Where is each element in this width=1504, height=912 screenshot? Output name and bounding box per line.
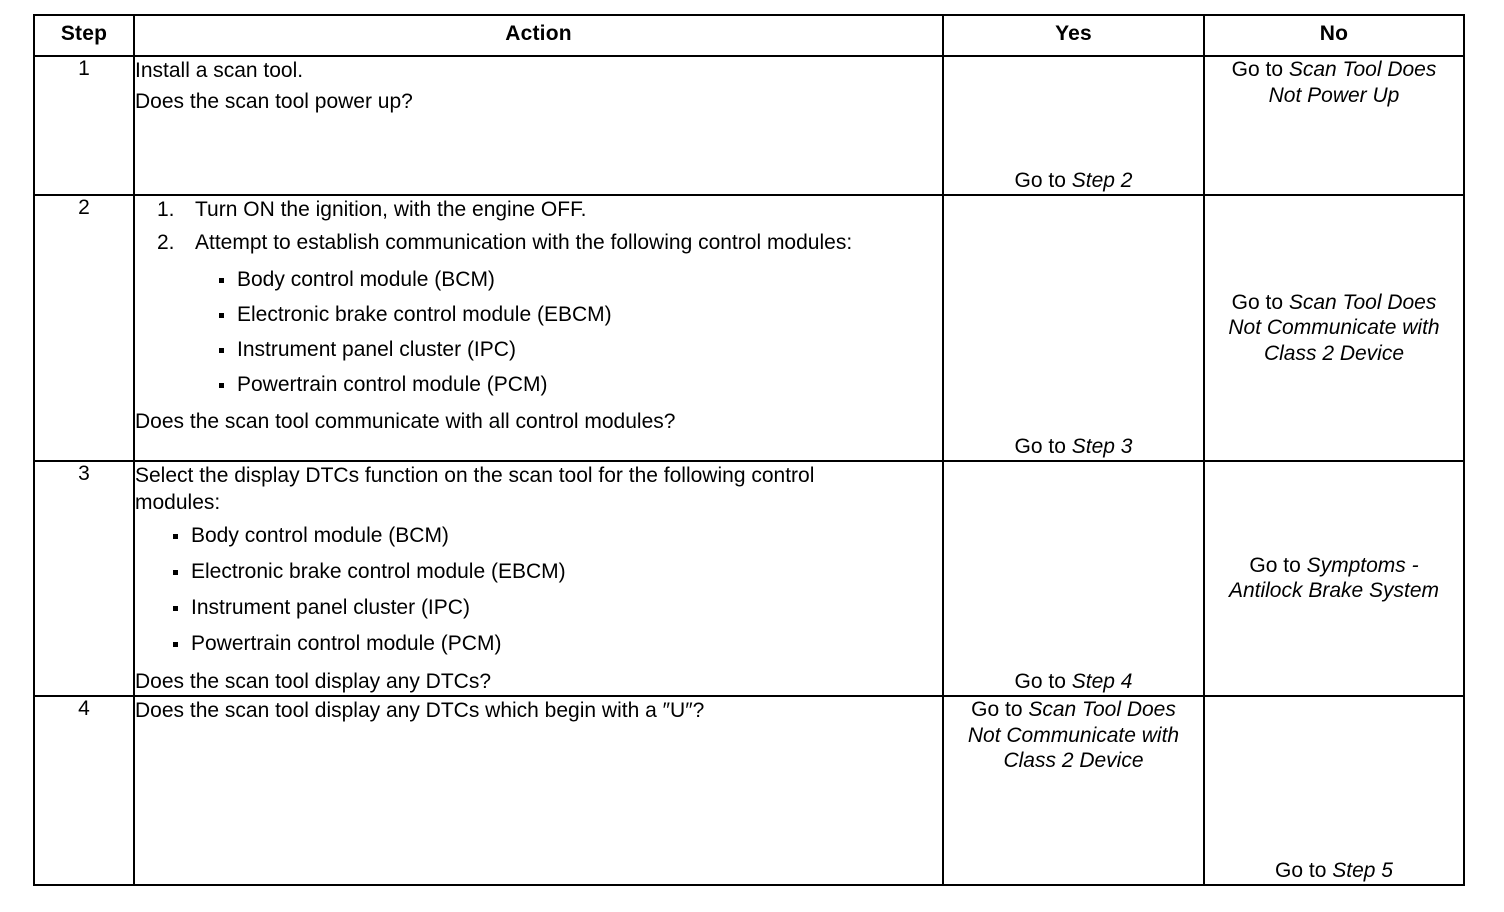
- yes-goto-prefix: Go to: [1014, 435, 1072, 459]
- column-header-action: Action: [133, 14, 944, 57]
- no-goto-reference[interactable]: Scan Tool Does Not Power Up: [1268, 58, 1437, 107]
- table-row: 4 Does the scan tool display any DTCs wh…: [33, 694, 1465, 886]
- numbered-item-text: Turn ON the ignition, with the engine OF…: [195, 198, 587, 221]
- table-header-row: Step Action Yes No: [33, 14, 1465, 57]
- module-bullet-list: Body control module (BCM) Electronic bra…: [163, 523, 942, 658]
- list-item: Powertrain control module (PCM): [209, 372, 942, 398]
- no-goto-prefix: Go to: [1231, 58, 1289, 81]
- no-result-cell: Go to Scan Tool Does Not Communicate wit…: [1203, 194, 1465, 462]
- numbered-item-text: Attempt to establish communication with …: [195, 231, 853, 255]
- no-result-cell: Go to Scan Tool Does Not Power Up: [1203, 55, 1465, 196]
- no-result-cell: Go to Symptoms - Antilock Brake System: [1203, 460, 1465, 697]
- action-question: Does the scan tool display any DTCs whic…: [135, 698, 705, 722]
- list-item: Powertrain control module (PCM): [163, 631, 942, 657]
- table-row: 2 1. Turn ON the ignition, with the engi…: [33, 194, 1465, 462]
- no-goto-prefix: Go to: [1275, 859, 1333, 883]
- yes-result-cell: Go to Step 4: [942, 460, 1205, 697]
- yes-goto-prefix: Go to: [971, 697, 1029, 721]
- no-goto-prefix: Go to: [1231, 290, 1289, 314]
- step-number: 3: [33, 460, 135, 697]
- yes-goto-reference[interactable]: Step 3: [1071, 435, 1133, 459]
- no-goto-prefix: Go to: [1249, 553, 1307, 577]
- list-item: Body control module (BCM): [163, 523, 942, 549]
- action-intro: Select the display DTCs function on the …: [135, 464, 815, 515]
- yes-result-cell: Go to Step 2: [942, 55, 1205, 196]
- action-cell: Select the display DTCs function on the …: [133, 460, 944, 697]
- module-bullet-list: Body control module (BCM) Electronic bra…: [209, 267, 942, 399]
- yes-result-cell: Go to Scan Tool Does Not Communicate wit…: [942, 694, 1205, 886]
- action-line: Install a scan tool.: [135, 59, 304, 82]
- action-cell: Install a scan tool. Does the scan tool …: [133, 55, 944, 196]
- table-row: 1 Install a scan tool. Does the scan too…: [33, 55, 1465, 196]
- yes-goto-prefix: Go to: [1014, 169, 1072, 193]
- yes-goto-reference[interactable]: Step 4: [1071, 670, 1133, 694]
- step-number: 2: [33, 194, 135, 462]
- action-cell: 1. Turn ON the ignition, with the engine…: [133, 194, 944, 462]
- column-header-yes: Yes: [942, 14, 1205, 57]
- list-item: Instrument panel cluster (IPC): [163, 595, 942, 621]
- list-item: Electronic brake control module (EBCM): [209, 302, 942, 328]
- action-cell: Does the scan tool display any DTCs whic…: [133, 694, 944, 886]
- no-result-cell: Go to Step 5: [1203, 694, 1465, 886]
- action-question: Does the scan tool power up?: [135, 90, 413, 114]
- no-goto-reference[interactable]: Symptoms - Antilock Brake System: [1228, 553, 1440, 603]
- action-question: Does the scan tool display any DTCs?: [135, 669, 492, 693]
- yes-goto-reference[interactable]: Scan Tool Does Not Communicate with Clas…: [967, 697, 1180, 773]
- step-number: 4: [33, 694, 135, 886]
- yes-goto-reference[interactable]: Step 2: [1071, 169, 1133, 193]
- table-row: 3 Select the display DTCs function on th…: [33, 460, 1465, 697]
- action-numbered-list: 1. Turn ON the ignition, with the engine…: [135, 196, 942, 399]
- list-item: Instrument panel cluster (IPC): [209, 337, 942, 363]
- step-number: 1: [33, 55, 135, 196]
- list-number: 1.: [157, 198, 175, 221]
- numbered-item: 1. Turn ON the ignition, with the engine…: [135, 196, 942, 223]
- list-number: 2.: [157, 231, 175, 255]
- column-header-step: Step: [33, 14, 135, 57]
- diagnostic-step-table: Step Action Yes No 1 Install a scan tool…: [33, 14, 1465, 886]
- yes-result-cell: Go to Step 3: [942, 194, 1205, 462]
- no-goto-reference[interactable]: Step 5: [1332, 859, 1393, 883]
- list-item: Body control module (BCM): [209, 267, 942, 293]
- yes-goto-prefix: Go to: [1014, 670, 1072, 694]
- list-item: Electronic brake control module (EBCM): [163, 559, 942, 585]
- numbered-item: 2. Attempt to establish communication wi…: [135, 229, 942, 398]
- action-question: Does the scan tool communicate with all …: [135, 409, 676, 433]
- column-header-no: No: [1203, 14, 1465, 57]
- no-goto-reference[interactable]: Scan Tool Does Not Communicate with Clas…: [1228, 290, 1440, 365]
